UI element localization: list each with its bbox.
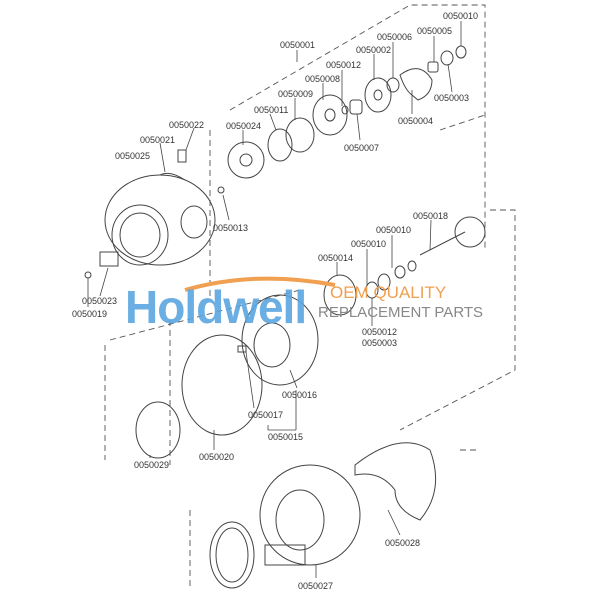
part-label: 0050003 xyxy=(362,338,397,348)
part-label: 0050007 xyxy=(344,143,379,153)
part-label: 0050020 xyxy=(199,452,234,462)
part-label: 0050011 xyxy=(254,105,288,115)
watermark-brand-logo: Holdwell xyxy=(125,281,307,333)
part-label: 0050003 xyxy=(434,93,469,103)
part-label: 0050005 xyxy=(417,26,452,36)
watermark-tagline-replacement: REPLACEMENT PARTS xyxy=(318,304,484,321)
back-plate xyxy=(181,334,263,436)
part-label: 0050024 xyxy=(226,121,261,131)
watermark-tagline-oem: OEM QUALITY xyxy=(330,283,447,302)
part-label: 0050013 xyxy=(213,223,248,233)
turbine-housing xyxy=(259,464,361,566)
part-label: 0050008 xyxy=(305,74,340,84)
part-label: 0050012 xyxy=(362,327,397,337)
snap-ring xyxy=(267,128,293,162)
part-label: 0050004 xyxy=(398,116,433,126)
heat-shield xyxy=(323,274,357,316)
part-label: 0050015 xyxy=(268,432,303,442)
part-label: 0050019 xyxy=(72,309,107,319)
part-label: 0050028 xyxy=(385,538,420,548)
part-label: 0050016 xyxy=(282,390,317,400)
o-ring xyxy=(285,117,315,153)
part-label: 0050014 xyxy=(318,253,353,263)
bearing-housing xyxy=(241,294,319,386)
v-band-clamp xyxy=(209,521,255,589)
part-label: 0050023 xyxy=(82,296,117,306)
part-label: 0050001 xyxy=(280,40,315,50)
part-label: 0050006 xyxy=(377,32,412,42)
thrust-bearing xyxy=(399,68,433,101)
part-label: 0050009 xyxy=(278,89,313,99)
part-label: 0050010 xyxy=(443,11,478,21)
part-label: 0050002 xyxy=(356,45,391,55)
gasket xyxy=(135,401,181,459)
seal-plate xyxy=(312,94,348,136)
part-label: 0050027 xyxy=(298,581,333,591)
part-label: 0050029 xyxy=(134,460,169,470)
part-label: 0050010 xyxy=(376,225,411,235)
compressor-housing xyxy=(104,174,216,266)
watermark-swoosh xyxy=(184,276,336,292)
compressor-wheel xyxy=(227,141,265,179)
part-label: 0050025 xyxy=(115,151,150,161)
thrust-collar xyxy=(364,77,392,113)
part-label: 0050017 xyxy=(248,410,283,420)
part-label: 0050012 xyxy=(326,60,361,70)
turbine-shaft-wheel xyxy=(419,216,486,256)
heat-blanket xyxy=(354,442,437,521)
part-label: 0050018 xyxy=(413,211,448,221)
part-label: 0050022 xyxy=(169,120,204,130)
part-label: 0050021 xyxy=(140,135,175,145)
part-label: 0050010 xyxy=(351,239,386,249)
